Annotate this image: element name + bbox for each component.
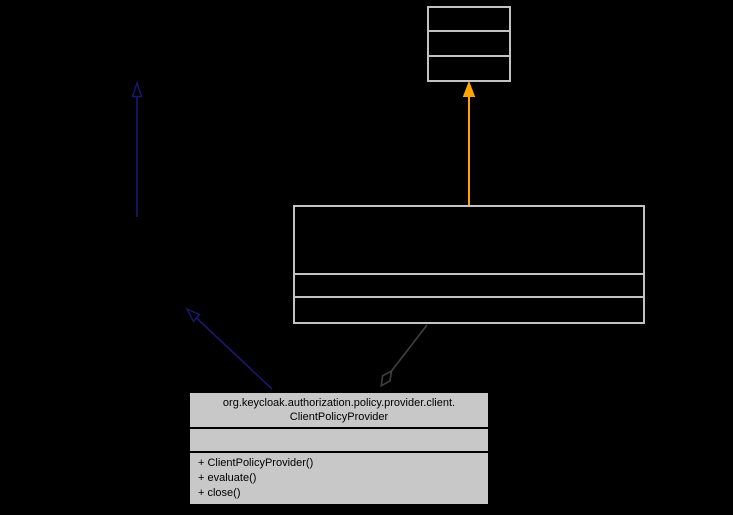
class-attributes-compartment bbox=[295, 273, 643, 296]
inheritance-edge-main bbox=[195, 317, 273, 390]
usage-edge bbox=[390, 324, 428, 372]
related-class-node-middle[interactable] bbox=[293, 205, 645, 324]
main-class-node: org.keycloak.authorization.policy.provid… bbox=[188, 391, 490, 506]
inheritance-arrowhead-left bbox=[131, 80, 143, 98]
usage-diamond bbox=[380, 369, 393, 388]
class-methods-compartment bbox=[295, 296, 643, 322]
inheritance-arrowhead-main bbox=[185, 307, 201, 323]
class-title-line2: ClientPolicyProvider bbox=[289, 411, 389, 423]
method-item: + ClientPolicyProvider() bbox=[198, 457, 314, 469]
class-title-compartment bbox=[295, 207, 643, 273]
class-title-line1: org.keycloak.authorization.policy.provid… bbox=[222, 397, 456, 409]
method-item: + evaluate() bbox=[198, 472, 257, 484]
method-item: + close() bbox=[198, 487, 241, 499]
related-class-node-top[interactable] bbox=[427, 6, 511, 82]
class-attributes-compartment bbox=[429, 30, 509, 55]
template-arrowhead bbox=[462, 80, 476, 97]
class-title-compartment bbox=[429, 8, 509, 30]
class-attributes bbox=[190, 427, 488, 451]
class-methods: + ClientPolicyProvider() + evaluate() + … bbox=[190, 451, 488, 504]
class-title: org.keycloak.authorization.policy.provid… bbox=[190, 393, 488, 427]
class-methods-compartment bbox=[429, 55, 509, 80]
